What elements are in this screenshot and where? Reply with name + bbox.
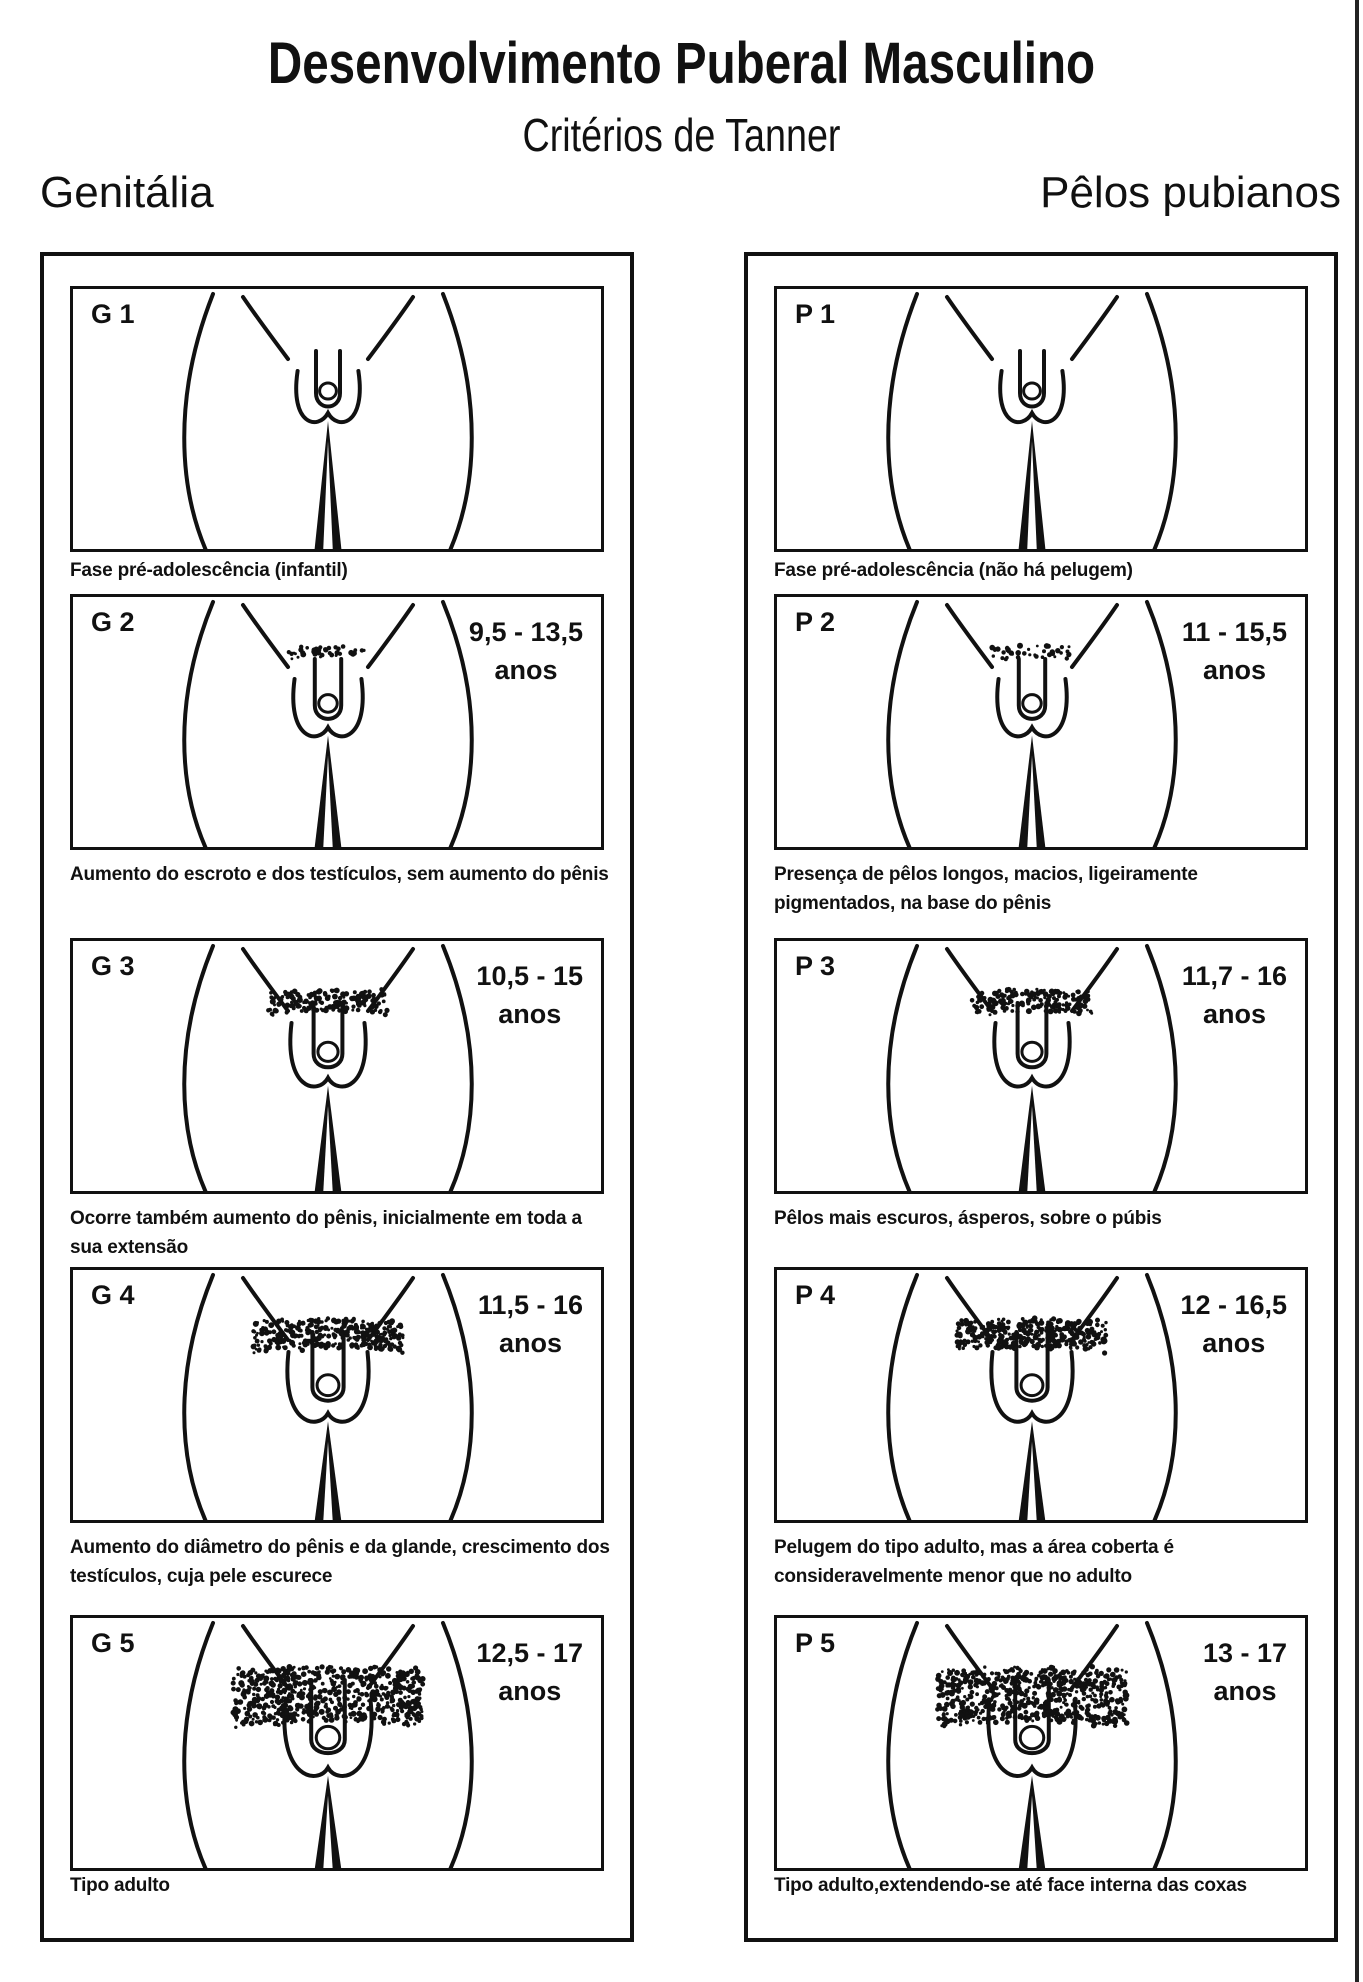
stage-label: G 1 xyxy=(91,299,135,329)
age-unit: anos xyxy=(1202,655,1266,685)
genitalia-stage-panel: G 3 10,5 - 15 anos xyxy=(70,938,604,1194)
stage-description: Ocorre também aumento do pênis, inicialm… xyxy=(70,1208,582,1258)
genitalia-stage-panel: G 4 11,5 - 16 anos xyxy=(70,1267,604,1523)
stage-label: G 3 xyxy=(91,951,135,981)
stage-description: Pêlos mais escuros, ásperos, sobre o púb… xyxy=(774,1208,1162,1229)
stage-description: Fase pré-adolescência (infantil) xyxy=(70,560,348,581)
anatomy-illustration xyxy=(182,1273,474,1520)
stage-description: Tipo adulto,extendendo-se até face inter… xyxy=(774,1875,1247,1896)
stage-description: Pelugem do tipo adulto, mas a área cober… xyxy=(774,1537,1174,1587)
stage-label: P 2 xyxy=(795,607,836,637)
anatomy-illustration xyxy=(886,1273,1178,1520)
stage-description: Fase pré-adolescência (não há pelugem) xyxy=(774,560,1133,581)
anatomy-illustration xyxy=(886,292,1178,549)
age-range: 13 - 17 anos xyxy=(1203,1634,1287,1710)
age-unit: anos xyxy=(1202,999,1266,1029)
genitalia-stage-panel: G 5 12,5 - 17 anos xyxy=(70,1615,604,1871)
anatomy-illustration xyxy=(182,944,474,1191)
anatomy-illustration xyxy=(182,600,474,847)
page-subtitle: Critérios de Tanner xyxy=(522,109,841,161)
age-range-value: 10,5 - 15 xyxy=(476,961,583,991)
anatomy-illustration xyxy=(182,292,474,549)
stage-label: G 5 xyxy=(91,1628,135,1658)
anatomy-illustration xyxy=(886,1621,1178,1868)
age-range-value: 13 - 17 xyxy=(1202,1638,1287,1668)
stage-label: P 3 xyxy=(795,951,836,981)
genitalia-column: G 1 Fase pré-adolescência (infantil) G 2 9,… xyxy=(40,252,634,1942)
anatomy-illustration xyxy=(182,1621,474,1868)
age-range-value: 12 - 16,5 xyxy=(1180,1290,1287,1320)
age-range-value: 9,5 - 13,5 xyxy=(468,617,583,647)
age-unit: anos xyxy=(498,999,562,1029)
age-range-value: 12,5 - 17 xyxy=(476,1638,583,1668)
stage-description: Presença de pêlos longos, macios, ligeir… xyxy=(774,864,1198,914)
scan-edge-line xyxy=(1355,0,1359,1982)
age-unit: anos xyxy=(1202,1328,1266,1358)
pubic-stage-panel: P 5 13 - 17 anos xyxy=(774,1615,1308,1871)
age-range: 11 - 15,5 anos xyxy=(1182,613,1287,689)
age-range-value: 11 - 15,5 xyxy=(1181,617,1287,647)
age-range: 12,5 - 17 anos xyxy=(476,1634,583,1710)
age-unit: anos xyxy=(498,1676,562,1706)
age-range: 11,7 - 16 anos xyxy=(1182,957,1287,1033)
genitalia-stage-panel: G 1 xyxy=(70,286,604,552)
age-range: 11,5 - 16 anos xyxy=(478,1286,583,1362)
stage-label: P 4 xyxy=(795,1280,836,1310)
anatomy-illustration xyxy=(886,944,1178,1191)
age-unit: anos xyxy=(494,655,558,685)
stage-label: P 1 xyxy=(795,299,836,329)
stage-label: P 5 xyxy=(795,1628,836,1658)
stage-description: Aumento do diâmetro do pênis e da glande… xyxy=(70,1537,610,1587)
pubic-stage-panel: P 2 11 - 15,5 anos xyxy=(774,594,1308,850)
age-unit: anos xyxy=(498,1328,562,1358)
anatomy-illustration xyxy=(886,600,1178,847)
pubic-hair-heading: Pêlos pubianos xyxy=(1040,168,1341,217)
genitalia-stage-panel: G 2 9,5 - 13,5 anos xyxy=(70,594,604,850)
pubic-stage-panel: P 1 xyxy=(774,286,1308,552)
stage-label: G 4 xyxy=(91,1280,135,1310)
age-range-value: 11,7 - 16 xyxy=(1181,961,1287,991)
age-unit: anos xyxy=(1213,1676,1277,1706)
pubic-stage-panel: P 4 12 - 16,5 anos xyxy=(774,1267,1308,1523)
age-range: 9,5 - 13,5 anos xyxy=(469,613,583,689)
stage-description: Aumento do escroto e dos testículos, sem… xyxy=(70,864,609,885)
genitalia-heading: Genitália xyxy=(40,168,214,217)
stage-label: G 2 xyxy=(91,607,135,637)
pubic-hair-column: P 1 Fase pré-adolescência (não há pelugem… xyxy=(744,252,1338,1942)
age-range: 10,5 - 15 anos xyxy=(476,957,583,1033)
age-range-value: 11,5 - 16 xyxy=(477,1290,583,1320)
age-range: 12 - 16,5 anos xyxy=(1180,1286,1287,1362)
stage-description: Tipo adulto xyxy=(70,1875,170,1896)
pubic-stage-panel: P 3 11,7 - 16 anos xyxy=(774,938,1308,1194)
page-title: Desenvolvimento Puberal Masculino xyxy=(267,31,1096,96)
